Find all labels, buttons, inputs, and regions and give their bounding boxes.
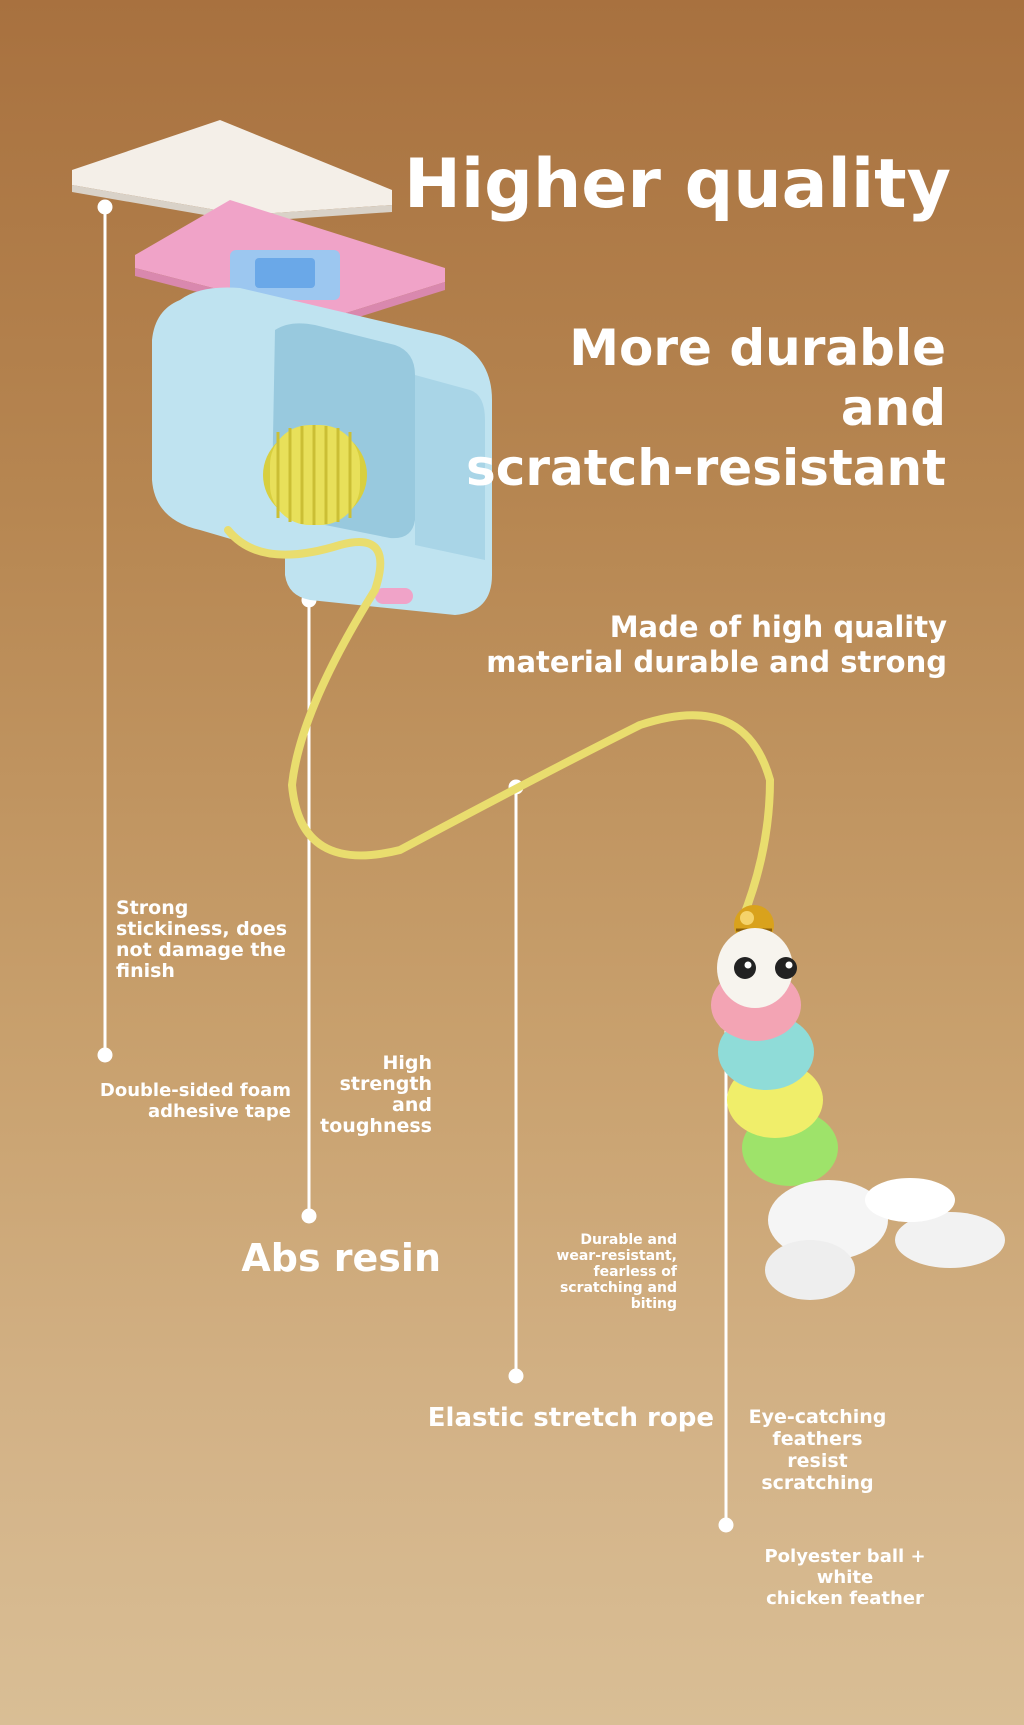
tape-leader-dot-top (97, 199, 113, 215)
material-claim: Made of high quality material durable an… (486, 610, 947, 679)
tape-leader-dot-bottom (97, 1047, 113, 1063)
abs-name: Abs resin (241, 1236, 441, 1280)
pink-mounting-plate (135, 200, 445, 326)
yellow-spring (263, 425, 367, 525)
tape-description: Strong stickiness, does not damage the f… (116, 897, 288, 982)
headline: Higher quality (403, 145, 951, 224)
adhesive-base-plate (72, 120, 392, 222)
tape-name: Double-sided foam adhesive tape (99, 1080, 291, 1122)
caterpillar-toy (711, 928, 1005, 1300)
elastic-rope (224, 526, 775, 924)
rope-description: Durable and wear-resistant, fearless of … (556, 1232, 677, 1312)
feather-name: Polyester ball + white chicken feather (764, 1546, 926, 1609)
rope-leader-dot-bottom (508, 1368, 524, 1384)
subheadline: More durable and scratch-resistant (465, 319, 946, 497)
rope-name: Elastic stretch rope (427, 1403, 714, 1433)
feather-description: Eye-catching feathers resist scratching (748, 1406, 887, 1494)
abs-leader-dot-bottom (301, 1208, 317, 1224)
abs-description: High strength and toughness (320, 1052, 432, 1137)
feather-leader-dot-bottom (718, 1517, 734, 1533)
